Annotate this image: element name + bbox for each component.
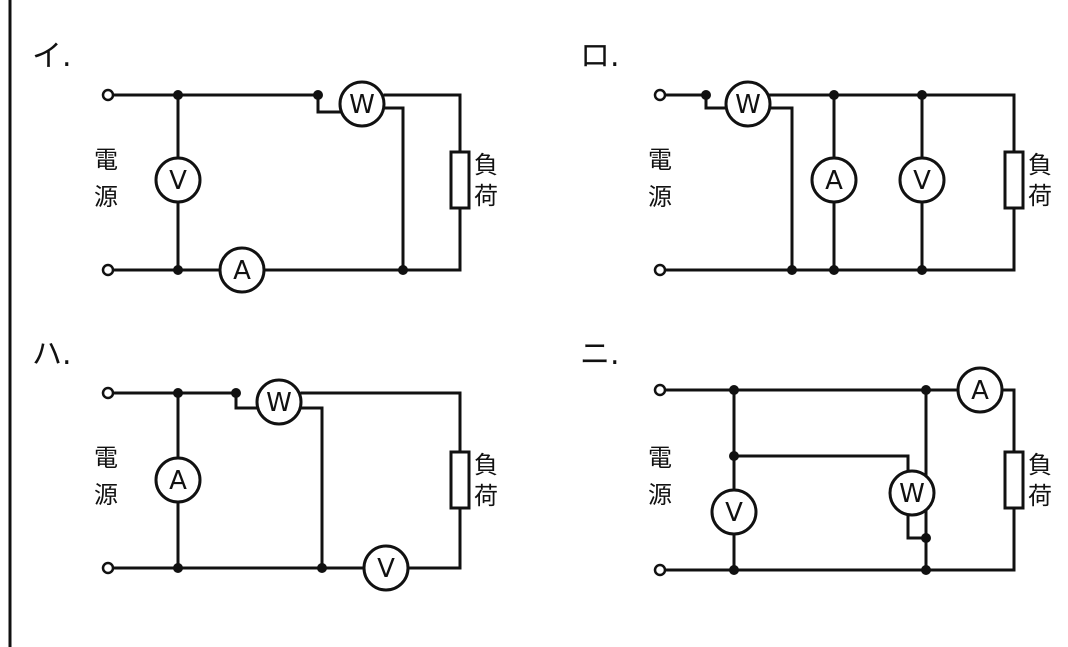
source-terminal: [101, 561, 115, 575]
source-label-2: 源: [94, 183, 118, 211]
ammeter-symbol: A: [956, 366, 1004, 414]
voltmeter-symbol: V: [898, 156, 946, 204]
source-terminal: [653, 383, 667, 397]
load-resistor: [449, 150, 471, 210]
source-label-1: 電: [94, 146, 118, 174]
load-resistor: [449, 450, 471, 510]
voltmeter-symbol: V: [154, 156, 202, 204]
circuit-label: ロ.: [580, 39, 620, 74]
load-label-2: 荷: [1028, 482, 1052, 510]
svg-text:W: W: [266, 388, 292, 418]
source-label-2: 源: [94, 481, 118, 509]
circuit-label: イ.: [32, 39, 72, 74]
load-label-2: 荷: [1028, 182, 1052, 210]
source-terminal: [653, 88, 667, 102]
load-label-1: 負: [1028, 451, 1052, 479]
circuit-ni: ニ. A V W 負 荷 電 源: [580, 337, 1052, 577]
svg-text:W: W: [349, 90, 375, 120]
source-terminal: [101, 263, 115, 277]
ammeter-symbol: A: [810, 156, 858, 204]
load-resistor: [1003, 450, 1025, 510]
wattmeter-symbol: W: [724, 80, 772, 128]
svg-text:V: V: [169, 166, 187, 196]
circuit-label: ハ.: [32, 337, 72, 372]
svg-text:W: W: [899, 479, 925, 509]
voltmeter-symbol: V: [362, 544, 410, 592]
circuit-ro: ロ. W A V 負 荷 電 源: [580, 39, 1052, 277]
svg-text:A: A: [825, 166, 843, 196]
source-label-1: 電: [94, 444, 118, 472]
load-resistor: [1003, 150, 1025, 210]
svg-text:W: W: [735, 90, 761, 120]
source-label-1: 電: [648, 444, 672, 472]
load-label-2: 荷: [474, 182, 498, 210]
voltmeter-symbol: V: [710, 488, 758, 536]
ammeter-symbol: A: [154, 456, 202, 504]
source-terminal: [101, 88, 115, 102]
load-label-1: 負: [474, 451, 498, 479]
source-label-1: 電: [648, 146, 672, 174]
wattmeter-symbol: W: [255, 378, 303, 426]
load-label-1: 負: [1028, 151, 1052, 179]
svg-text:A: A: [233, 256, 251, 286]
load-label-1: 負: [474, 151, 498, 179]
svg-text:V: V: [725, 498, 743, 528]
source-terminal: [101, 386, 115, 400]
source-terminal: [653, 263, 667, 277]
svg-text:A: A: [971, 376, 989, 406]
wattmeter-symbol: W: [888, 469, 936, 517]
circuit-label: ニ.: [580, 337, 620, 372]
wattmeter-symbol: W: [338, 80, 386, 128]
source-terminal: [653, 563, 667, 577]
ammeter-symbol: A: [218, 246, 266, 294]
circuit-i: イ. W V A 負 荷 電: [32, 39, 498, 294]
load-label-2: 荷: [474, 482, 498, 510]
source-label-2: 源: [648, 183, 672, 211]
svg-text:V: V: [377, 554, 395, 584]
svg-text:V: V: [913, 166, 931, 196]
source-label-2: 源: [648, 481, 672, 509]
circuit-ha: ハ. W A V 負 荷 電 源: [32, 337, 498, 592]
svg-text:A: A: [169, 466, 187, 496]
